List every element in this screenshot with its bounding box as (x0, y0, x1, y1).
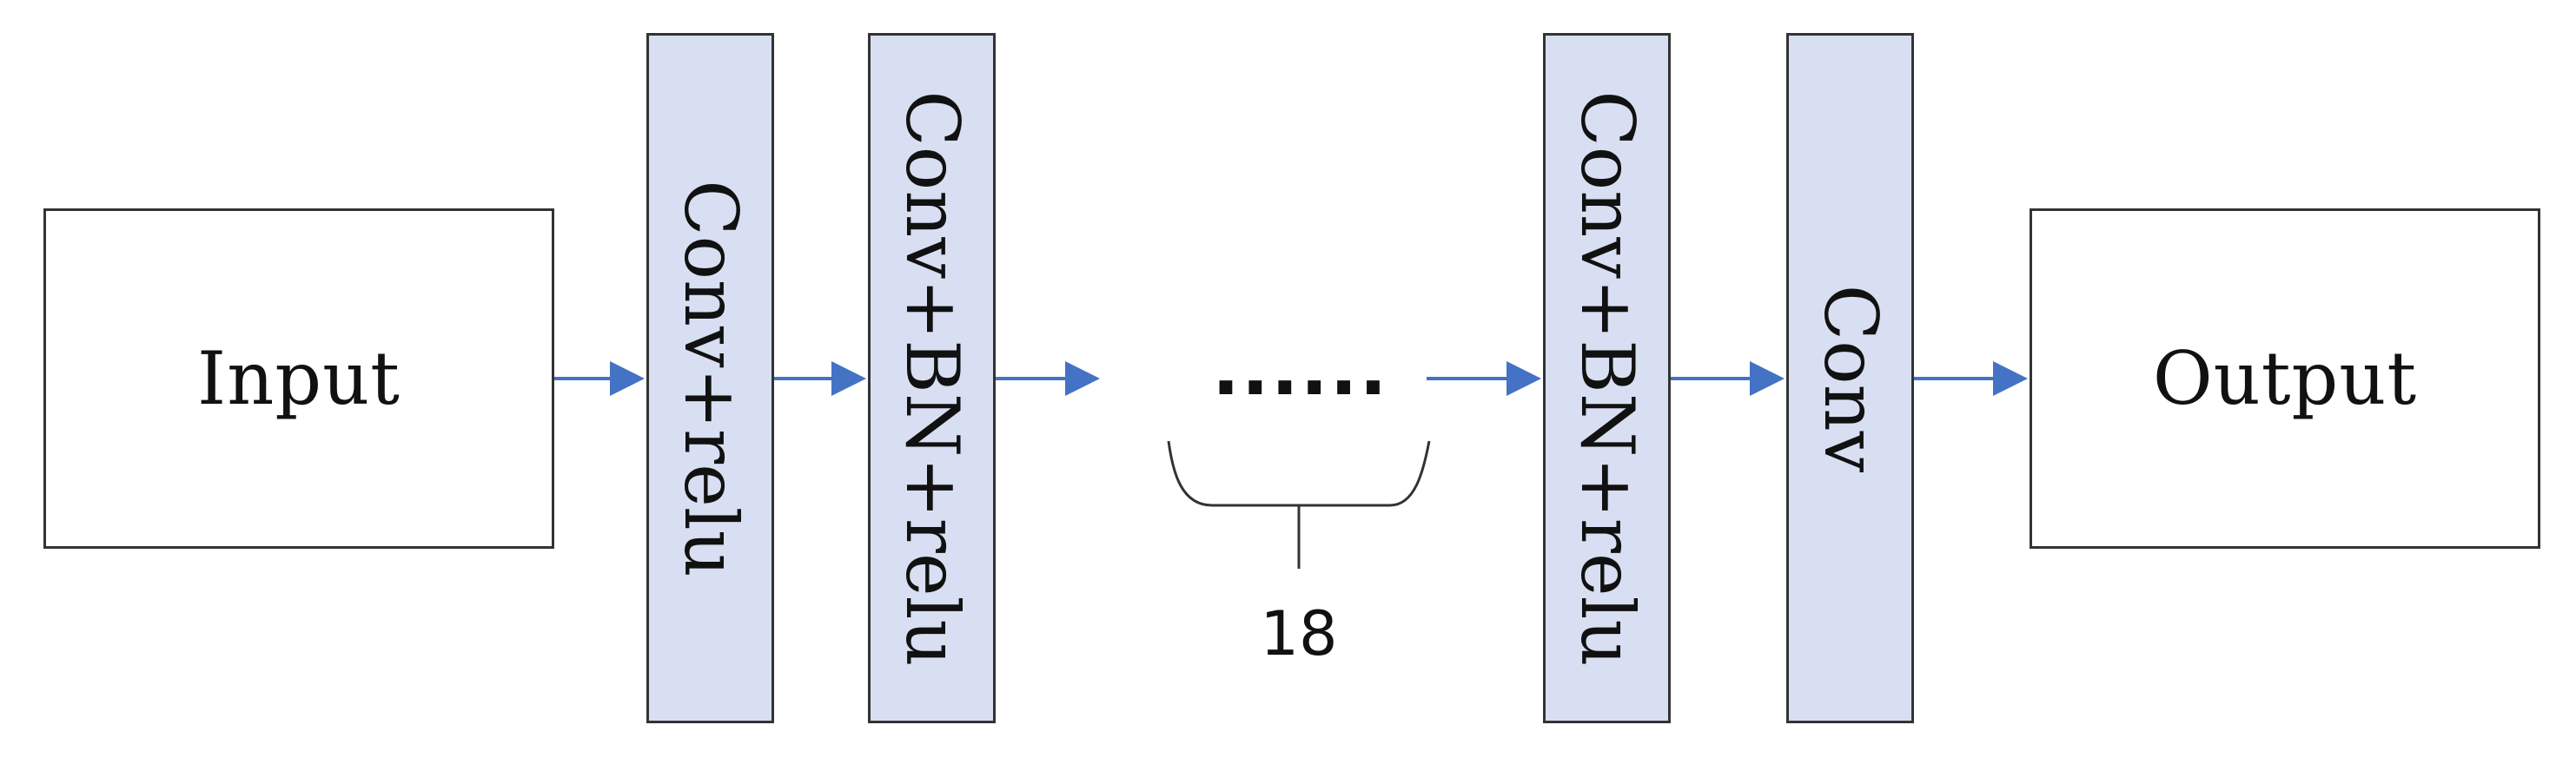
input-box: Input (43, 208, 554, 549)
conv-layer: Conv (1786, 33, 1914, 723)
conv-bn-relu-layer-first: Conv+BN+relu (868, 33, 996, 723)
output-label: Output (2152, 336, 2418, 421)
ellipsis-label: ...... (1212, 326, 1389, 412)
repeat-brace (1167, 440, 1431, 507)
repeat-count-label: 18 (1260, 598, 1338, 669)
conv-relu-layer: Conv+relu (646, 33, 774, 723)
conv-bn-relu-layer-last: Conv+BN+relu (1543, 33, 1671, 723)
output-box: Output (2030, 208, 2540, 549)
input-label: Input (197, 336, 401, 421)
